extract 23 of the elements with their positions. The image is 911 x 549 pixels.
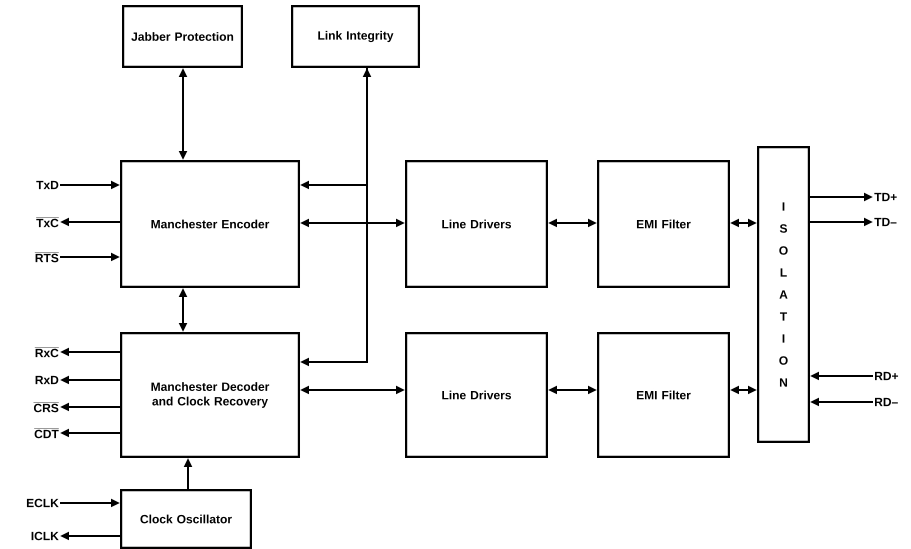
signal-label: $\overline{\mathrm{CRS}}$: [33, 402, 59, 412]
signal-label: ECLK: [26, 498, 59, 508]
signal-label: $\overline{\mathrm{RTS}}$: [34, 252, 59, 262]
isolation-bar: ISOLATION: [757, 146, 810, 443]
signal-label: TxD: [36, 180, 58, 190]
process-box: Link Integrity: [291, 5, 420, 68]
signal-label: TD+: [874, 192, 897, 202]
signal-label: $\overline{\mathrm{CDT}}$: [34, 428, 59, 438]
process-box: Line Drivers: [405, 332, 548, 458]
signal-label: ICLK: [32, 532, 59, 540]
process-box: Jabber Protection: [122, 5, 243, 68]
process-box: EMI Filter: [597, 160, 730, 288]
process-box: EMI Filter: [597, 332, 730, 458]
signal-label: $\overline{\mathrm{TxC}}$: [36, 217, 59, 228]
signal-label: RxD: [36, 376, 58, 384]
process-box: Clock Oscillator: [120, 489, 252, 549]
signal-label: RD+: [875, 372, 898, 380]
signal-label: TD–: [874, 218, 896, 226]
process-box: Manchester Encoder: [120, 160, 300, 288]
signal-label: $\overline{\mathrm{RxC}}$: [34, 347, 59, 358]
signal-label: RD–: [875, 398, 898, 406]
process-box: Manchester Decoder and Clock Recovery: [120, 332, 300, 458]
process-box: Line Drivers: [405, 160, 548, 288]
